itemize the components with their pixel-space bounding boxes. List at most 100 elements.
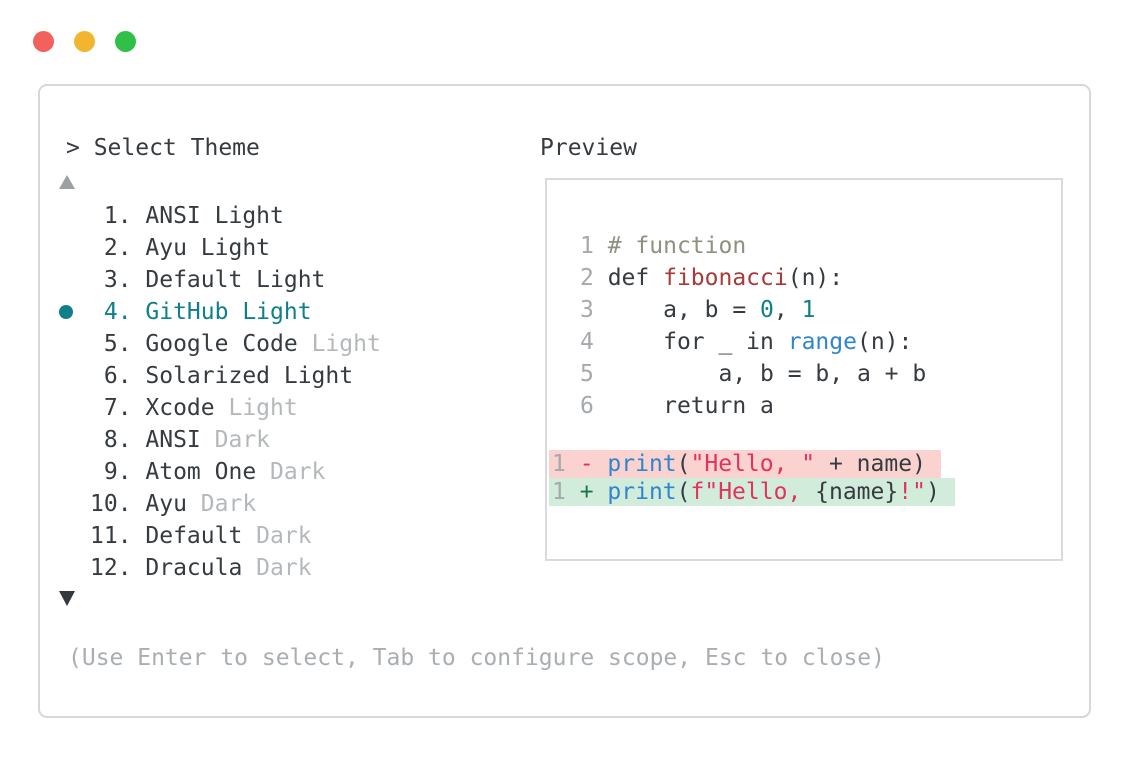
window-controls: [33, 31, 136, 52]
theme-item-name: Ayu: [145, 491, 187, 517]
theme-item-number: 11.: [90, 523, 146, 549]
code-segment-str: "Hello, ": [690, 451, 816, 477]
theme-item-name: Ayu Light: [145, 235, 271, 261]
theme-list-item[interactable]: 5. Google Code Light: [90, 328, 381, 360]
diff-lines: 1 - print("Hello, " + name)1 + print(f"H…: [547, 450, 1061, 506]
theme-picker-panel: > Select Theme Preview 1. ANSI Light 2. …: [38, 84, 1091, 718]
theme-item-variant-dim: Dark: [242, 523, 312, 549]
theme-list-item[interactable]: 7. Xcode Light: [90, 392, 381, 424]
code-segment-num: 1: [801, 297, 816, 323]
theme-item-number: 9.: [90, 459, 146, 485]
code-segment-blue: range: [787, 329, 857, 355]
theme-list-item[interactable]: 9. Atom One Dark: [90, 456, 381, 488]
preview-heading: Preview: [540, 135, 637, 161]
code-segment-str: f"Hello,: [690, 479, 816, 505]
theme-item-variant-dim: Light: [297, 331, 381, 357]
code-segment-fg: + name): [815, 451, 926, 477]
code-segment-blue: print: [607, 479, 677, 505]
code-segment-minus: -: [579, 451, 608, 477]
code-segment-fg: (n):: [856, 329, 913, 355]
zoom-window-icon[interactable]: [115, 31, 136, 52]
theme-item-number: 4.: [90, 299, 146, 325]
select-theme-prompt: > Select Theme: [66, 135, 260, 161]
theme-item-variant-dim: Dark: [242, 555, 312, 581]
theme-item-number: 7.: [90, 395, 146, 421]
theme-list: 1. ANSI Light 2. Ayu Light 3. Default Li…: [59, 200, 381, 584]
theme-list-item[interactable]: 6. Solarized Light: [90, 360, 381, 392]
theme-list-item[interactable]: 1. ANSI Light: [90, 200, 381, 232]
code-line: 3 a, b = 0, 1: [580, 294, 1061, 326]
theme-item-number: 5.: [90, 331, 146, 357]
theme-item-name: ANSI: [145, 427, 201, 453]
theme-item-variant-dim: Dark: [256, 459, 326, 485]
theme-item-name: Solarized Light: [145, 363, 354, 389]
code-segment-fg: a, b = b, a + b: [607, 361, 927, 387]
scroll-down-icon[interactable]: [59, 591, 75, 606]
code-line: 4 for _ in range(n):: [580, 326, 1061, 358]
theme-item-name: ANSI Light: [145, 203, 284, 229]
code-segment-ln: 1: [552, 479, 580, 505]
code-segment-comment: # function: [607, 233, 747, 259]
theme-list-item[interactable]: 8. ANSI Dark: [90, 424, 381, 456]
code-segment-fg: (: [676, 479, 691, 505]
theme-item-number: 6.: [90, 363, 146, 389]
theme-item-number: 10.: [90, 491, 146, 517]
close-window-icon[interactable]: [33, 31, 54, 52]
code-segment-ln: 1: [552, 451, 580, 477]
theme-item-variant-dim: Light: [214, 395, 298, 421]
theme-item-number: 2.: [90, 235, 146, 261]
code-segment-ln: 5: [580, 361, 608, 387]
selected-bullet-icon: [59, 305, 73, 319]
code-segment-fg: ): [925, 479, 940, 505]
theme-list-item[interactable]: 2. Ayu Light: [90, 232, 381, 264]
code-segment-fg: for _ in: [607, 329, 788, 355]
theme-list-item[interactable]: 10. Ayu Dark: [90, 488, 381, 520]
code-segment-fg: (: [676, 451, 691, 477]
theme-item-name: Google Code: [145, 331, 298, 357]
code-segment-ln: 1: [580, 233, 608, 259]
theme-list-item[interactable]: 11. Default Dark: [90, 520, 381, 552]
theme-item-name: GitHub Light: [145, 299, 312, 325]
theme-item-name: Atom One: [145, 459, 257, 485]
code-segment-blue: print: [607, 451, 677, 477]
code-segment-func: fibonacci: [663, 265, 788, 291]
theme-list-item[interactable]: 3. Default Light: [90, 264, 381, 296]
theme-item-number: 3.: [90, 267, 146, 293]
theme-item-name: Dracula: [145, 555, 243, 581]
code-line: 6 return a: [580, 390, 1061, 422]
scroll-up-icon[interactable]: [59, 175, 75, 189]
code-line: 5 a, b = b, a + b: [580, 358, 1061, 390]
theme-item-number: 12.: [90, 555, 146, 581]
code-segment-fg: a, b =: [607, 297, 761, 323]
theme-list-item[interactable]: 4. GitHub Light: [59, 296, 381, 328]
code-segment-str: !": [898, 479, 926, 505]
theme-item-variant-dim: Dark: [200, 427, 271, 453]
code-segment-ln: 2: [580, 265, 608, 291]
keyboard-hints: (Use Enter to select, Tab to configure s…: [68, 645, 885, 671]
code-line: 1 # function: [580, 230, 1061, 262]
theme-item-name: Default Light: [145, 267, 326, 293]
diff-line-added: 1 + print(f"Hello, {name}!"): [549, 478, 955, 506]
code-segment-fg: {name}: [815, 479, 899, 505]
code-segment-fg: def: [607, 265, 664, 291]
theme-item-variant-dim: Dark: [186, 491, 257, 517]
code-segment-plus: +: [579, 479, 608, 505]
minimize-window-icon[interactable]: [74, 31, 95, 52]
theme-list-item[interactable]: 12. Dracula Dark: [90, 552, 381, 584]
code-segment-ln: 6: [580, 393, 608, 419]
code-segment-ln: 3: [580, 297, 608, 323]
code-line: 2 def fibonacci(n):: [580, 262, 1061, 294]
code-segment-num: 0: [760, 297, 774, 323]
code-segment-fg: (n):: [787, 265, 844, 291]
theme-item-name: Default: [145, 523, 243, 549]
code-segment-fg: return a: [607, 393, 774, 419]
code-segment-fg: ,: [773, 297, 802, 323]
theme-item-number: 8.: [90, 427, 146, 453]
code-segment-ln: 4: [580, 329, 608, 355]
diff-spacer: [547, 422, 1061, 450]
theme-item-number: 1.: [90, 203, 146, 229]
diff-line-removed: 1 - print("Hello, " + name): [549, 450, 941, 478]
theme-item-name: Xcode: [145, 395, 215, 421]
